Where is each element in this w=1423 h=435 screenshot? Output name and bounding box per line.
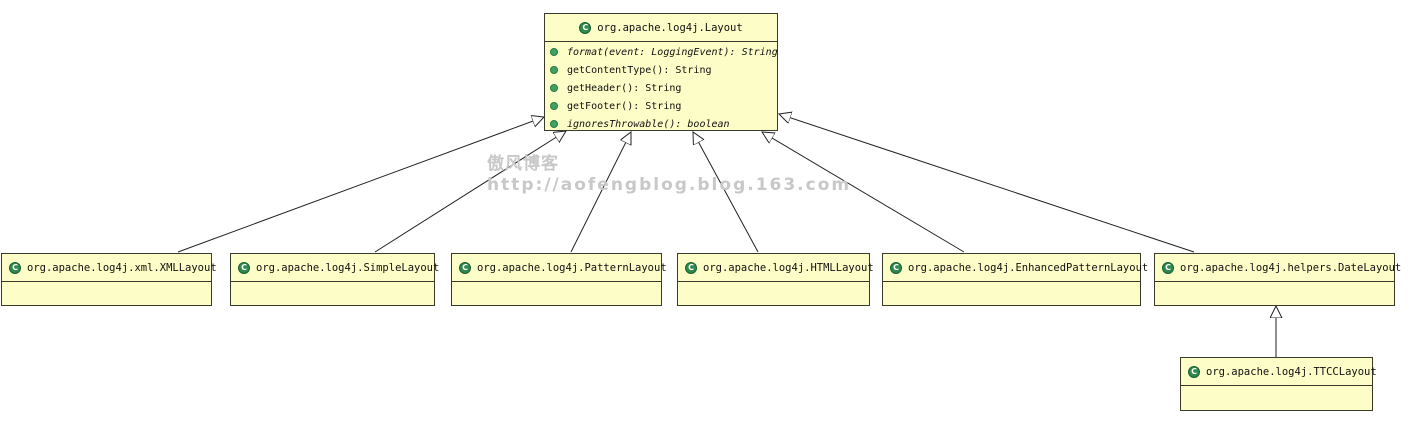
method-label: ignoresThrowable(): boolean	[567, 118, 730, 130]
public-method-icon	[550, 66, 558, 74]
public-method-icon	[550, 84, 558, 92]
edge-enhancedpatternlayout	[762, 132, 965, 253]
method-getheader[interactable]: getHeader(): String	[545, 79, 777, 97]
class-header: C org.apache.log4j.SimpleLayout	[231, 254, 439, 282]
edge-xmllayout	[177, 117, 544, 253]
class-icon: C	[579, 21, 592, 34]
class-name: org.apache.log4j.PatternLayout	[477, 261, 667, 274]
class-icon: C	[459, 261, 471, 274]
class-name: org.apache.log4j.EnhancedPatternLayout	[908, 261, 1149, 274]
method-getcontenttype[interactable]: getContentType(): String	[545, 61, 777, 79]
method-ignoresthrowable[interactable]: ignoresThrowable(): boolean	[545, 115, 777, 133]
class-icon: C	[238, 261, 250, 274]
class-layout[interactable]: C org.apache.log4j.Layout format(event: …	[544, 13, 778, 131]
edge-htmllayout	[693, 132, 759, 253]
class-icon: C	[890, 261, 902, 274]
watermark-url: http://aofengblog.blog.163.com	[487, 175, 852, 195]
public-method-icon	[550, 120, 558, 128]
edge-datelayout	[779, 114, 1195, 253]
class-datelayout[interactable]: C org.apache.log4j.helpers.DateLayout	[1154, 253, 1401, 306]
class-header: C org.apache.log4j.EnhancedPatternLayout	[883, 254, 1148, 282]
method-label: getFooter(): String	[567, 100, 682, 112]
watermark: 傲风博客 http://aofengblog.blog.163.com	[487, 149, 851, 195]
class-icon: C	[1162, 261, 1174, 274]
class-icon: C	[685, 261, 697, 274]
method-list: format(event: LoggingEvent): String getC…	[545, 42, 778, 133]
class-icon: C	[9, 261, 21, 274]
class-header: C org.apache.log4j.helpers.DateLayout	[1155, 254, 1401, 282]
method-label: getContentType(): String	[567, 64, 712, 76]
class-name: org.apache.log4j.TTCCLayout	[1206, 365, 1377, 378]
class-patternlayout[interactable]: C org.apache.log4j.PatternLayout	[451, 253, 667, 306]
class-header: C org.apache.log4j.xml.XMLLayout	[2, 254, 217, 282]
watermark-title: 傲风博客	[487, 154, 559, 174]
class-xmllayout[interactable]: C org.apache.log4j.xml.XMLLayout	[1, 253, 217, 306]
class-name: org.apache.log4j.xml.XMLLayout	[27, 261, 217, 274]
method-label: format(event: LoggingEvent): String	[567, 46, 778, 58]
method-label: getHeader(): String	[567, 82, 682, 94]
class-htmllayout[interactable]: C org.apache.log4j.HTMLLayout	[677, 253, 874, 306]
class-header: C org.apache.log4j.Layout	[545, 14, 777, 42]
class-name: org.apache.log4j.helpers.DateLayout	[1180, 261, 1402, 274]
public-method-icon	[550, 48, 558, 56]
method-format[interactable]: format(event: LoggingEvent): String	[545, 43, 778, 61]
class-header: C org.apache.log4j.PatternLayout	[452, 254, 667, 282]
public-method-icon	[550, 102, 558, 110]
class-name: org.apache.log4j.Layout	[597, 21, 743, 34]
class-header: C org.apache.log4j.HTMLLayout	[678, 254, 874, 282]
edge-patternlayout	[570, 132, 631, 253]
class-icon: C	[1188, 365, 1200, 378]
class-ttcclayout[interactable]: C org.apache.log4j.TTCCLayout	[1180, 357, 1377, 411]
class-name: org.apache.log4j.HTMLLayout	[703, 261, 874, 274]
edge-simplelayout	[374, 131, 566, 253]
class-header: C org.apache.log4j.TTCCLayout	[1181, 358, 1377, 386]
class-enhancedpatternlayout[interactable]: C org.apache.log4j.EnhancedPatternLayout	[882, 253, 1148, 306]
class-name: org.apache.log4j.SimpleLayout	[256, 261, 440, 274]
class-simplelayout[interactable]: C org.apache.log4j.SimpleLayout	[230, 253, 439, 306]
method-getfooter[interactable]: getFooter(): String	[545, 97, 777, 115]
